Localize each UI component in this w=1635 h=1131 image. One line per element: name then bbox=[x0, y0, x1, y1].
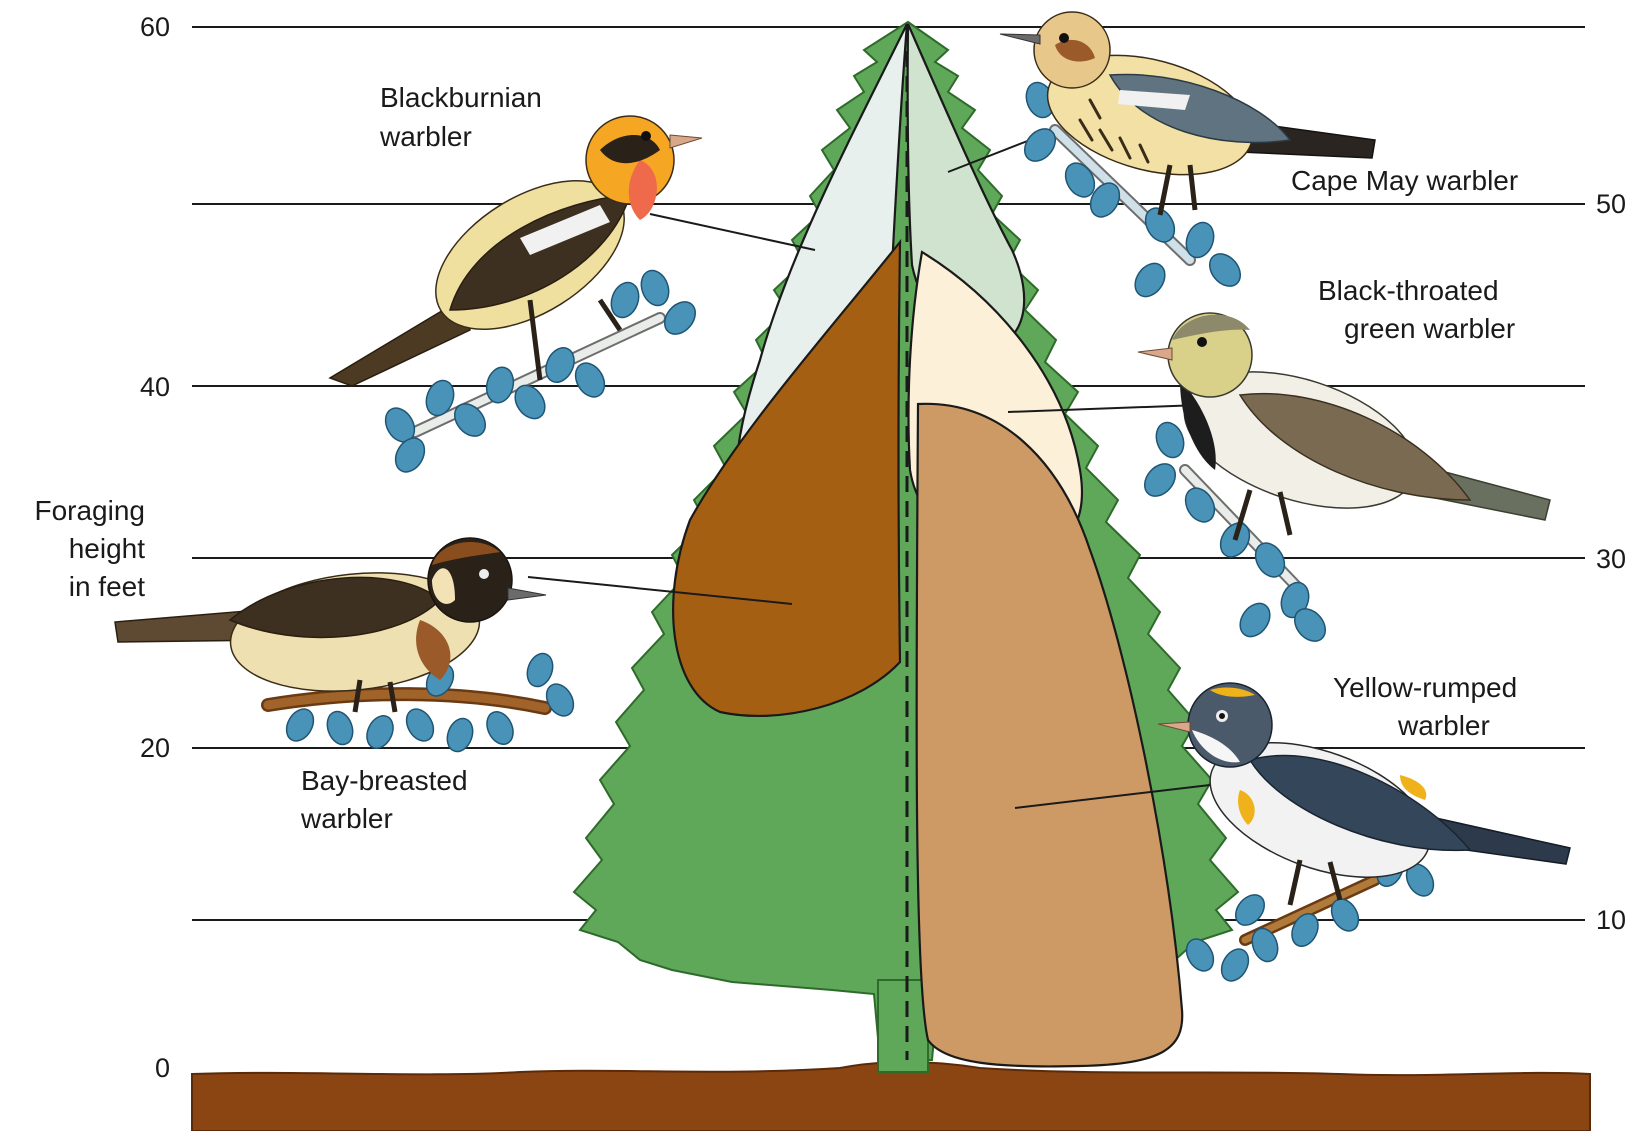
bay-breasted-warbler-illustration bbox=[115, 538, 579, 755]
y-axis-label-line-3: in feet bbox=[69, 571, 145, 602]
tick-0: 0 bbox=[155, 1053, 170, 1083]
bay-breasted-eye bbox=[479, 569, 489, 579]
tree-trunk bbox=[878, 980, 928, 1072]
bay-breasted-beak bbox=[508, 588, 546, 600]
black-throated-green-eye bbox=[1197, 337, 1207, 347]
label-yellow-rumped-line-1: Yellow-rumped bbox=[1333, 672, 1517, 703]
black-throated-green-warbler-illustration bbox=[1138, 313, 1550, 647]
cape-may-beak bbox=[1000, 34, 1040, 44]
label-cape-may-line-1: Cape May warbler bbox=[1291, 165, 1518, 196]
tick-10: 10 bbox=[1596, 905, 1626, 935]
label-cape-may: Cape May warbler bbox=[1291, 165, 1518, 196]
y-axis-label: Foraging height in feet bbox=[34, 495, 145, 602]
label-blackburnian-line-1: Blackburnian bbox=[380, 82, 542, 113]
axis-ticks-right: 50 30 10 bbox=[1596, 189, 1626, 935]
tick-20: 20 bbox=[140, 733, 170, 763]
cape-may-eye bbox=[1059, 33, 1069, 43]
label-black-throated-green: Black-throated green warbler bbox=[1318, 275, 1515, 344]
leader-blackburnian bbox=[650, 214, 815, 250]
label-bay-breasted: Bay-breasted warbler bbox=[300, 765, 468, 834]
tick-40: 40 bbox=[140, 372, 170, 402]
label-blackburnian: Blackburnian warbler bbox=[379, 82, 542, 152]
tick-30: 30 bbox=[1596, 544, 1626, 574]
label-black-throated-green-line-2: green warbler bbox=[1344, 313, 1515, 344]
label-yellow-rumped-line-2: warbler bbox=[1397, 710, 1490, 741]
blackburnian-eye bbox=[641, 131, 651, 141]
tick-60: 60 bbox=[140, 12, 170, 42]
label-black-throated-green-line-1: Black-throated bbox=[1318, 275, 1499, 306]
label-bay-breasted-line-2: warbler bbox=[300, 803, 393, 834]
black-throated-green-beak bbox=[1138, 348, 1172, 360]
cape-may-warbler-illustration bbox=[1000, 12, 1375, 302]
label-bay-breasted-line-1: Bay-breasted bbox=[301, 765, 468, 796]
y-axis-label-line-1: Foraging bbox=[34, 495, 145, 526]
tick-50: 50 bbox=[1596, 189, 1626, 219]
blackburnian-beak bbox=[670, 135, 702, 148]
blackburnian-warbler-illustration bbox=[330, 116, 702, 477]
y-axis-label-line-2: height bbox=[69, 533, 146, 564]
label-yellow-rumped: Yellow-rumped warbler bbox=[1333, 672, 1517, 741]
label-blackburnian-line-2: warbler bbox=[379, 121, 472, 152]
